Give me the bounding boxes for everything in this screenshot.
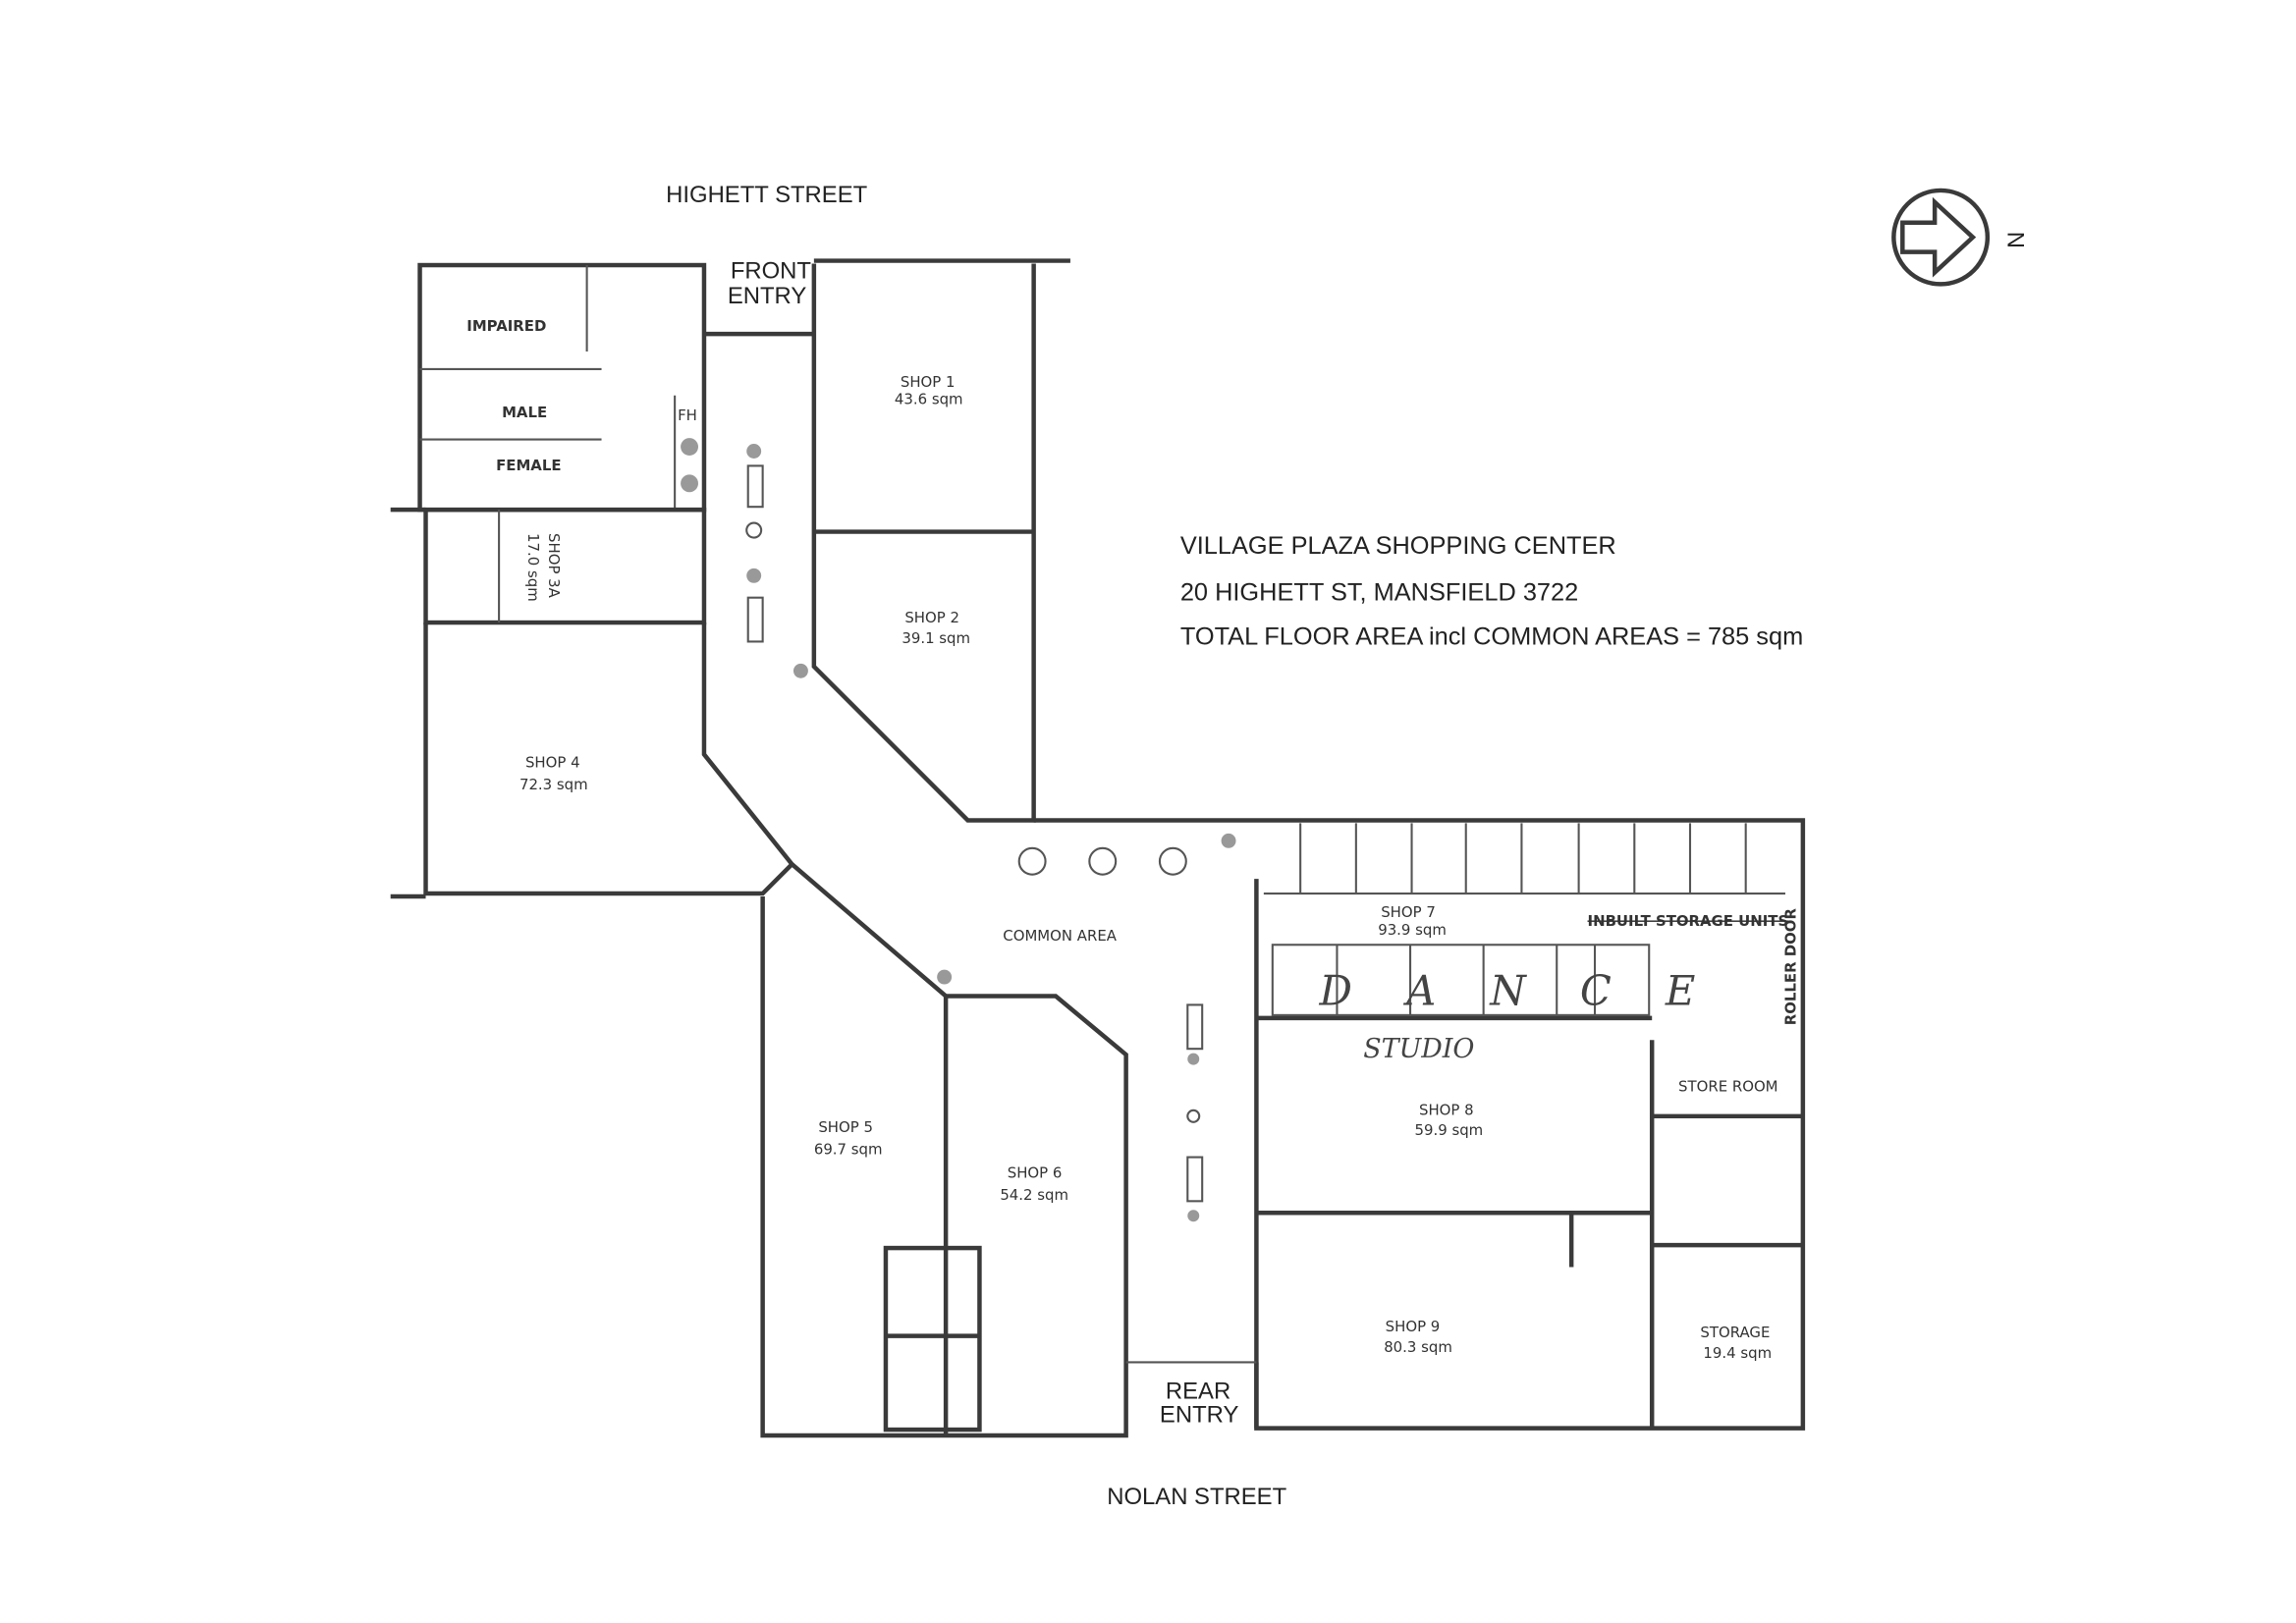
north-label: N bbox=[2002, 232, 2029, 248]
handwritten-studio: STUDIO bbox=[1363, 1034, 1474, 1064]
svg-text:72.3 sqm: 72.3 sqm bbox=[519, 776, 588, 793]
shop-1: SHOP 143.6 sqm bbox=[895, 373, 963, 408]
shop-9: SHOP 9 80.3 sqm bbox=[1384, 1318, 1452, 1356]
svg-text:17.0 sqm: 17.0 sqm bbox=[524, 533, 542, 602]
walls bbox=[390, 258, 1806, 1438]
shop-4: SHOP 4 72.3 sqm bbox=[519, 754, 588, 793]
svg-text:80.3 sqm: 80.3 sqm bbox=[1384, 1338, 1452, 1356]
svg-text:SHOP 8: SHOP 8 bbox=[1419, 1101, 1474, 1118]
svg-text:19.4 sqm: 19.4 sqm bbox=[1703, 1344, 1772, 1362]
front-entry-label-2: ENTRY bbox=[728, 283, 807, 309]
svg-text:39.1 sqm: 39.1 sqm bbox=[902, 629, 970, 647]
street-top: HIGHETT STREET bbox=[666, 182, 867, 208]
female-toilet-label: FEMALE bbox=[496, 457, 561, 474]
shop-7: SHOP 793.9 sqm bbox=[1378, 903, 1447, 939]
inbuilt-storage-label: INBUILT STORAGE UNITS bbox=[1588, 912, 1789, 930]
svg-text:SHOP 2: SHOP 2 bbox=[904, 609, 959, 626]
store-room-label: STORE ROOM bbox=[1678, 1077, 1778, 1095]
svg-text:SHOP 3A: SHOP 3A bbox=[545, 533, 563, 599]
svg-text:SHOP 1: SHOP 1 bbox=[901, 373, 956, 391]
storage: STORAGE 19.4 sqm bbox=[1700, 1324, 1772, 1362]
svg-text:SHOP 5: SHOP 5 bbox=[818, 1118, 873, 1136]
plan-address: 20 HIGHETT ST, MANSFIELD 3722 bbox=[1180, 579, 1578, 607]
plan-title: VILLAGE PLAZA SHOPPING CENTER bbox=[1180, 532, 1616, 560]
common-area-label: COMMON AREA bbox=[1003, 927, 1117, 945]
svg-text:43.6 sqm: 43.6 sqm bbox=[895, 391, 963, 408]
impaired-toilet-label: IMPAIRED bbox=[466, 317, 546, 335]
shop-2: SHOP 2 39.1 sqm bbox=[902, 609, 970, 647]
shop-8: SHOP 8 59.9 sqm bbox=[1415, 1101, 1484, 1139]
svg-text:54.2 sqm: 54.2 sqm bbox=[1000, 1186, 1068, 1204]
svg-text:SHOP 7: SHOP 7 bbox=[1381, 903, 1436, 921]
svg-text:93.9 sqm: 93.9 sqm bbox=[1378, 921, 1447, 939]
svg-text:59.9 sqm: 59.9 sqm bbox=[1415, 1121, 1484, 1139]
svg-text:SHOP 6: SHOP 6 bbox=[1008, 1163, 1063, 1181]
fire-hose-label: FH bbox=[678, 406, 697, 424]
plan-total-area: TOTAL FLOOR AREA incl COMMON AREAS = 785… bbox=[1180, 622, 1803, 650]
svg-text:SHOP 9: SHOP 9 bbox=[1386, 1318, 1441, 1335]
rear-entry-label-1: REAR bbox=[1166, 1379, 1230, 1405]
front-entry-label-1: FRONT bbox=[731, 257, 812, 284]
svg-text:SHOP 4: SHOP 4 bbox=[525, 754, 580, 772]
male-toilet-label: MALE bbox=[502, 404, 547, 421]
shop-6: SHOP 6 54.2 sqm bbox=[1000, 1163, 1068, 1203]
rear-entry-label-2: ENTRY bbox=[1160, 1402, 1239, 1429]
street-bottom: NOLAN STREET bbox=[1107, 1484, 1286, 1510]
north-arrow-icon: N bbox=[1891, 188, 2029, 287]
shop-5: SHOP 5 69.7 sqm bbox=[814, 1118, 883, 1158]
svg-text:69.7 sqm: 69.7 sqm bbox=[814, 1141, 883, 1159]
roller-door-label: ROLLER DOOR bbox=[1781, 908, 1799, 1026]
handwritten-dance: D A N C E bbox=[1319, 966, 1717, 1014]
svg-text:STORAGE: STORAGE bbox=[1700, 1324, 1770, 1341]
